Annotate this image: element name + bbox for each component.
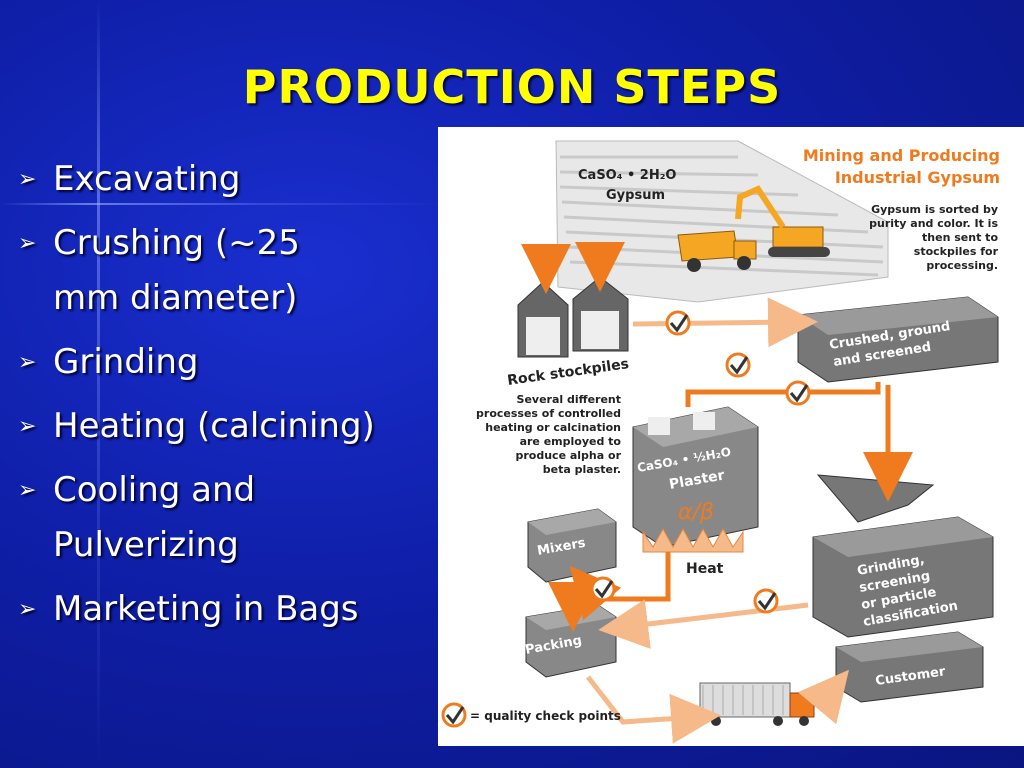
decorative-horizontal-line <box>0 203 440 205</box>
diagram-heading-line1: Mining and Producing <box>803 146 1000 165</box>
bullet-item: ➢Marketing in Bags <box>18 582 438 637</box>
bullet-item: ➢Grinding <box>18 335 438 390</box>
quality-check-icon <box>725 352 751 378</box>
quality-check-icon <box>665 310 691 336</box>
hopper-icon <box>816 474 935 523</box>
arrow-bullet-icon: ➢ <box>18 414 37 439</box>
quality-check-icon <box>785 380 811 406</box>
bullet-item: ➢Heating (calcining) <box>18 399 438 454</box>
gypsum-strata-illustration <box>555 140 889 303</box>
calcination-note-line: are employed to <box>520 435 622 448</box>
diagram-heading-line2: Industrial Gypsum <box>835 168 1000 187</box>
legend-text: = quality check points <box>470 709 621 723</box>
arrow-bullet-icon: ➢ <box>18 478 37 503</box>
quality-check-icon <box>753 588 779 614</box>
calcination-note-line: beta plaster. <box>543 463 621 476</box>
plaster-alpha-beta-symbol: α/β <box>678 500 714 525</box>
decorative-vertical-line <box>97 0 100 768</box>
calcination-note-line: processes of controlled <box>476 407 621 420</box>
sorting-note-line: Gypsum is sorted by <box>871 203 998 216</box>
plaster-kiln-box <box>632 406 759 548</box>
sorting-note-line: then sent to <box>922 231 998 244</box>
slide-title: PRODUCTION STEPS <box>242 60 782 114</box>
calcination-note-line: heating or calcination <box>485 421 621 434</box>
gypsum-label: Gypsum <box>606 188 665 203</box>
dump-truck-icon <box>677 230 757 272</box>
gypsum-formula: CaSO₄ • 2H₂O <box>578 168 676 183</box>
sorting-note-line: stockpiles for <box>914 245 999 258</box>
quality-check-marks <box>590 310 811 614</box>
heat-label: Heat <box>686 561 724 577</box>
semi-truck-icon <box>699 682 815 726</box>
crushed-ground-screened-box <box>797 296 999 383</box>
customer-box <box>835 631 984 703</box>
gypsum-process-diagram: Mining and Producing Industrial Gypsum C… <box>438 127 1024 746</box>
excavator-icon <box>735 185 830 257</box>
rock-stockpiles-label: Rock stockpiles <box>506 356 630 389</box>
bullet-item: ➢Excavating <box>18 152 438 207</box>
legend: = quality check points <box>441 702 621 728</box>
sorting-note-line: processing. <box>926 259 998 272</box>
arrow-bullet-icon: ➢ <box>18 597 37 622</box>
calcination-note-line: Several different <box>517 393 621 406</box>
quality-check-icon <box>590 576 616 602</box>
arrow-bullet-icon: ➢ <box>18 350 37 375</box>
grinding-screening-box <box>812 516 994 638</box>
sorting-note-line: purity and color. It is <box>869 217 998 230</box>
arrow-bullet-icon: ➢ <box>18 167 37 192</box>
calcination-note-line: produce alpha or <box>515 449 621 462</box>
quality-check-icon <box>441 702 467 728</box>
heat-flames-icon <box>642 527 744 553</box>
arrow-bullet-icon: ➢ <box>18 231 37 256</box>
